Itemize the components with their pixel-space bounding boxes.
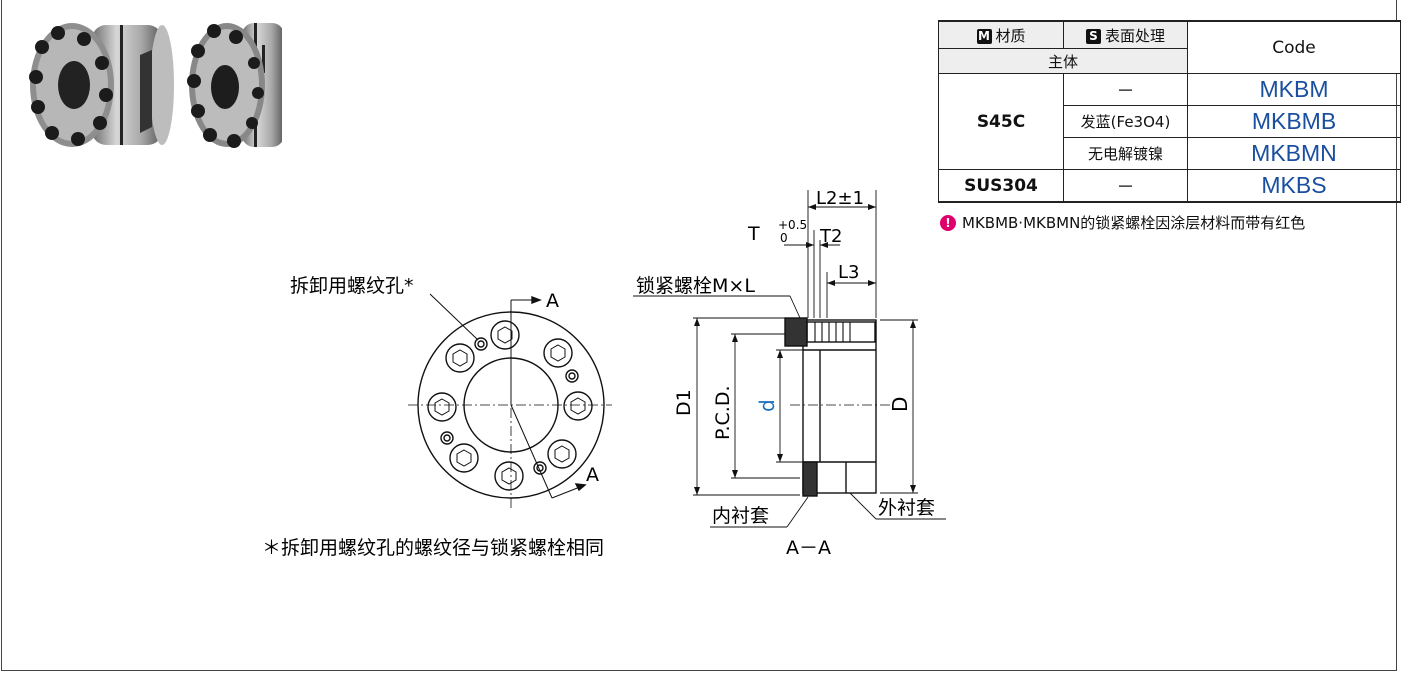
dim-d1: D1 xyxy=(673,389,695,416)
dim-t: T xyxy=(747,223,760,245)
material-s45c: S45C xyxy=(937,73,1065,170)
bolt-head xyxy=(784,317,808,347)
header-code: Code xyxy=(1186,20,1401,74)
outer-sleeve xyxy=(802,319,877,494)
dim-pcd: P.C.D. xyxy=(712,385,734,440)
section-mark-bottom: A xyxy=(586,464,599,486)
code-mkbmn: MKBMN xyxy=(1186,137,1401,170)
product-photo xyxy=(29,23,282,148)
bolt-label: 锁紧螺栓M×L xyxy=(636,275,755,297)
dim-d: d xyxy=(755,399,779,412)
surface-nickel: 无电解镀镍 xyxy=(1063,137,1188,170)
technical-drawing: 拆卸用螺纹孔* A A ＊拆卸用螺纹孔的螺纹径与锁紧螺栓相同 锁紧螺栓M×L 内… xyxy=(262,188,946,559)
material-sus304: SUS304 xyxy=(937,169,1065,203)
coating-note: ! MKBMB·MKBMN的锁紧螺栓因涂层材料而带有红色 xyxy=(940,212,1305,233)
dim-t2: T2 xyxy=(819,226,842,247)
code-mkbm: MKBM xyxy=(1186,73,1401,106)
surface-none-1: － xyxy=(1063,73,1188,106)
bolt-shank xyxy=(806,321,876,343)
section-mark-top: A xyxy=(546,290,559,312)
bolt-heads xyxy=(427,320,593,491)
dim-t-tol-upper: +0.5 xyxy=(778,218,807,232)
surface-black-oxide: 发蓝(Fe3O4) xyxy=(1063,105,1188,138)
warning-icon: ! xyxy=(940,214,956,231)
dim-l3: L3 xyxy=(838,262,859,283)
outer-sleeve-label: 外衬套 xyxy=(878,497,935,519)
bolt-hex xyxy=(434,326,586,485)
header-body: 主体 xyxy=(938,48,1188,74)
inner-sleeve-label: 内衬套 xyxy=(712,505,769,527)
section-aa-label: A－A xyxy=(786,537,831,559)
surface-none-2: － xyxy=(1063,169,1188,203)
m-icon: M xyxy=(976,28,992,44)
dim-outer-d: D xyxy=(888,397,912,412)
dim-t-tol-lower: 0 xyxy=(780,231,788,245)
footnote: ＊拆卸用螺纹孔的螺纹径与锁紧螺栓相同 xyxy=(262,537,604,559)
s-icon: S xyxy=(1085,28,1101,44)
code-mkbmb: MKBMB xyxy=(1186,105,1401,138)
dim-l2: L2±1 xyxy=(816,188,864,209)
code-mkbs: MKBS xyxy=(1186,169,1401,203)
removal-hole-label: 拆卸用螺纹孔* xyxy=(290,275,414,297)
